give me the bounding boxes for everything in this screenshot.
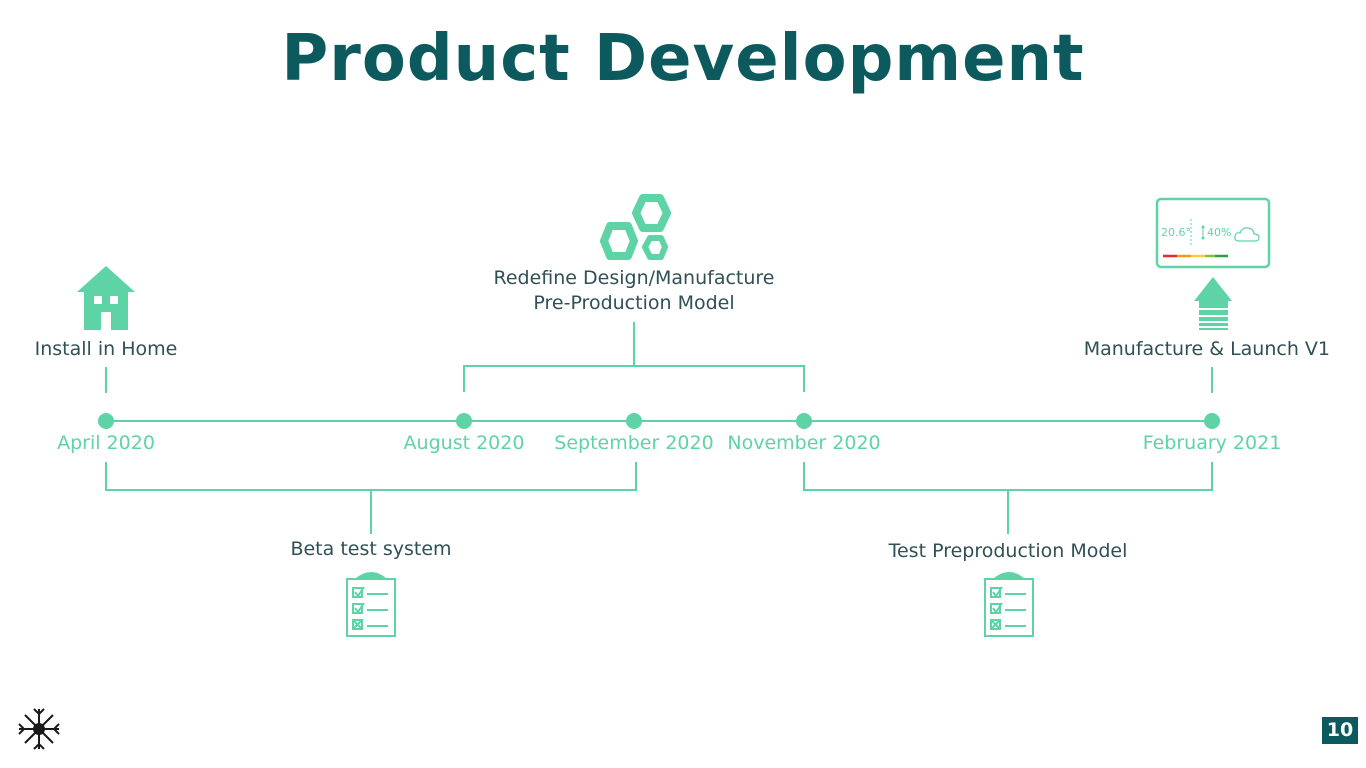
- checklist-icon-beta: [346, 572, 396, 637]
- launch-arrow-icon: [1194, 277, 1232, 330]
- house-icon: [77, 266, 135, 330]
- date-february-2021: February 2021: [1142, 432, 1282, 454]
- page-title: Product Development: [281, 22, 1085, 96]
- label-manufacture-launch: Manufacture & Launch V1: [1083, 338, 1330, 360]
- milestone-dot-november-2020: [796, 413, 812, 429]
- label-redefine-design-line2: Pre-Production Model: [533, 292, 735, 314]
- page-number-badge: 10: [1322, 717, 1358, 744]
- milestone-dot-april-2020: [98, 413, 114, 429]
- date-november-2020: November 2020: [727, 432, 881, 454]
- milestone-dot-august-2020: [456, 413, 472, 429]
- label-beta-test-system: Beta test system: [290, 538, 452, 560]
- thermostat-humidity: 40%: [1207, 226, 1232, 239]
- date-april-2020: April 2020: [57, 432, 155, 454]
- snowflake-logo-icon: [18, 708, 60, 750]
- label-redefine-design-line1: Redefine Design/Manufacture: [493, 267, 775, 289]
- thermostat-temperature: 20.6°: [1161, 226, 1191, 239]
- milestone-dot-september-2020: [626, 413, 642, 429]
- bracket-beta-test: [105, 462, 637, 534]
- label-test-preproduction-model: Test Preproduction Model: [888, 540, 1128, 562]
- date-august-2020: August 2020: [403, 432, 525, 454]
- thermostat-display-icon: [1155, 197, 1271, 269]
- hexagons-icon: [600, 194, 671, 260]
- label-install-in-home: Install in Home: [34, 338, 178, 360]
- checklist-icon-preproduction: [984, 572, 1034, 637]
- date-september-2020: September 2020: [554, 432, 714, 454]
- bracket-redefine-design: [463, 322, 805, 392]
- milestone-dot-february-2021: [1204, 413, 1220, 429]
- bracket-test-preproduction: [803, 462, 1213, 534]
